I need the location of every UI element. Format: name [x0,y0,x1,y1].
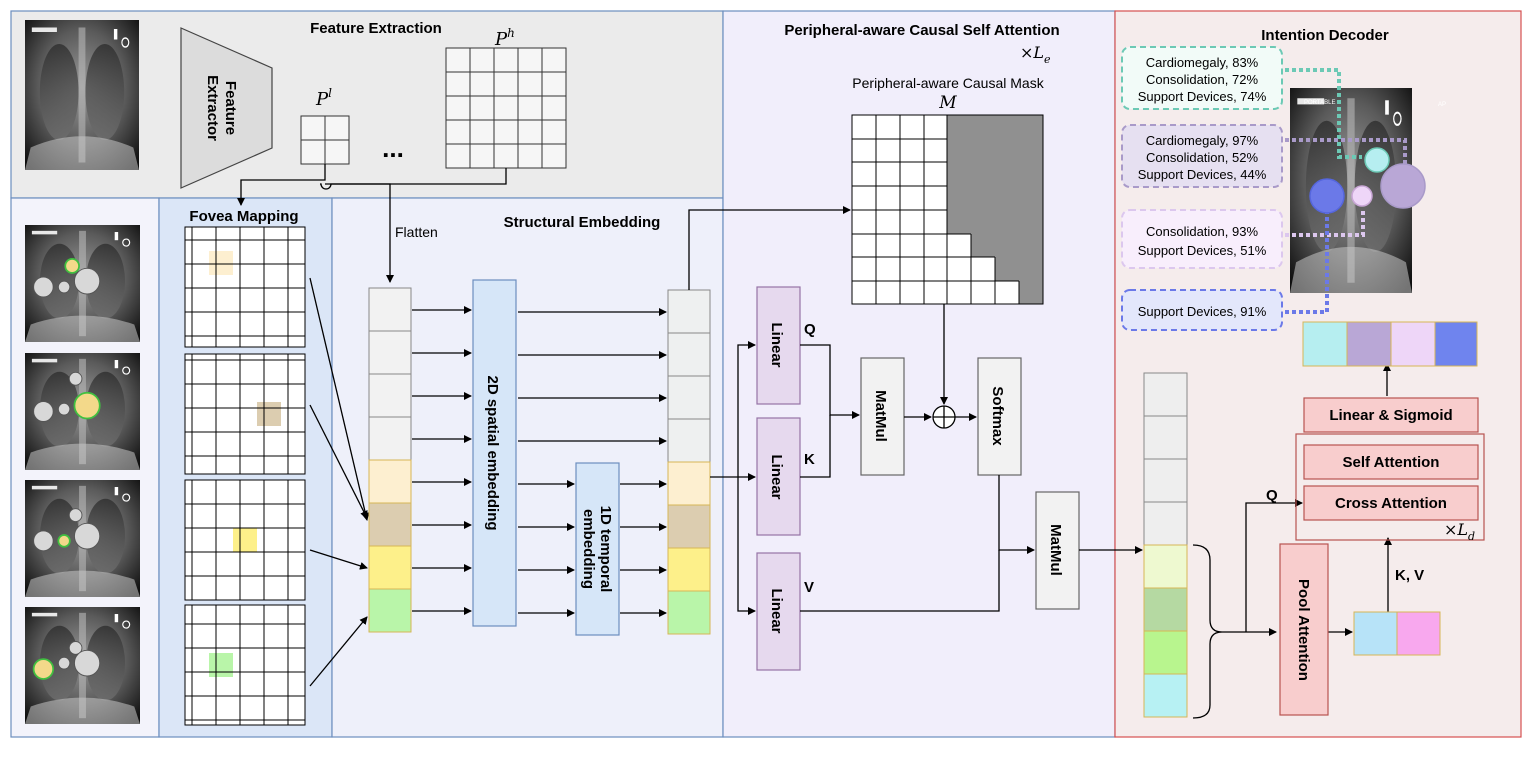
prediction-box-4: Support Devices, 91% [1121,289,1283,331]
decoder-arrows [1222,363,1392,636]
attention-repeat: ×Le [1020,43,1051,66]
attention-arrows [688,206,1143,615]
embedding-arrows [412,306,667,617]
fovea-grid-3 [184,479,306,601]
decoder-token-column [1143,372,1188,718]
cross-attention-block [1303,485,1479,521]
xray-frame-4 [24,606,141,725]
causal-mask-grid [851,114,1044,305]
prediction-3-line-2: Support Devices, 51% [1138,243,1267,258]
linear-k-label: Linear [768,454,785,499]
scale-ellipsis: ... [382,133,404,163]
prediction-2-line-3: Support Devices, 44% [1138,167,1267,182]
ph-feature-grid [445,47,567,169]
xray-frame-3 [24,479,141,598]
decoder-title: Intention Decoder [1261,27,1389,44]
temporal-embedding-block [575,462,620,636]
linear-q-label: Linear [768,322,785,367]
prediction-3-line-1: Consolidation, 93% [1146,224,1258,239]
pl-feature-grid [300,115,350,165]
matmul-qk-label: MatMul [872,390,889,442]
xray-portable-label: PORTABLE [1304,100,1335,106]
attention-title: Peripheral-aware Causal Self Attention [784,22,1059,39]
flatten-label: Flatten [395,224,438,240]
softmax-label: Softmax [989,386,1006,446]
add-operator [932,405,956,429]
token-column-output [667,289,711,635]
decoder-kv-label: K, V [1395,567,1424,584]
linear-v-label: Linear [768,588,785,633]
matmul-v-label: MatMul [1047,524,1064,576]
feature-extractor-block [180,27,273,189]
decoder-q-label: Q [1266,487,1278,504]
fovea-to-token-arrows [309,277,370,687]
xray-attention-circles [1309,147,1426,214]
prediction-1-line-2: Consolidation, 72% [1146,72,1258,87]
self-attention-block [1303,444,1479,480]
prediction-box-1: Cardiomegaly, 83% Consolidation, 72% Sup… [1121,46,1283,110]
mask-title: Peripheral-aware Causal Mask [852,75,1044,91]
temporal-embedding-label: 1D temporalembedding [580,506,614,593]
fovea-grid-1 [184,226,306,348]
xray-frame-2 [24,352,141,471]
q-label: Q [804,321,816,338]
fovea-grid-2 [184,353,306,475]
matmul-v-block [1035,491,1080,610]
fovea-mapping-title: Fovea Mapping [189,208,298,225]
feature-extractor-label: FeatureExtractor [204,75,239,141]
k-label: K [804,451,815,468]
pool-attention-block [1279,543,1329,716]
intention-queries [1302,321,1478,367]
prediction-1-line-1: Cardiomegaly, 83% [1146,55,1259,70]
prediction-connectors [1285,68,1407,314]
linear-sigmoid-label: Linear & Sigmoid [1329,407,1452,424]
spatial-embedding-block [472,279,517,627]
flatten-connectors [237,164,507,283]
prediction-2-line-1: Cardiomegaly, 97% [1146,133,1259,148]
linear-q-block [756,286,801,405]
input-xray-image [24,19,140,171]
xray-frame-1 [24,224,141,343]
pooled-tokens [1353,611,1441,656]
prediction-2-line-2: Consolidation, 52% [1146,150,1258,165]
feature-extraction-title: Feature Extraction [310,20,442,37]
xray-ap-label: AP [1438,102,1446,108]
mask-symbol: M [938,93,957,113]
prediction-4-line-1: Support Devices, 91% [1138,304,1267,319]
cross-attention-label: Cross Attention [1335,495,1447,512]
v-label: V [804,579,814,596]
token-column-input [368,287,412,633]
decoder-repeat: ×Ld [1444,520,1475,543]
linear-sigmoid-block [1303,397,1479,433]
prediction-1-line-3: Support Devices, 74% [1138,89,1267,104]
matmul-qk-block [860,357,905,476]
prediction-box-2: Cardiomegaly, 97% Consolidation, 52% Sup… [1121,124,1283,188]
self-attention-label: Self Attention [1343,454,1440,471]
structural-embedding-title: Structural Embedding [504,214,661,231]
ph-label: Ph [494,26,515,50]
pool-attention-label: Pool Attention [1295,579,1312,681]
decoder-layer-frame [1295,433,1485,541]
prediction-box-3: Consolidation, 93% Support Devices, 51% [1121,209,1283,269]
spatial-embedding-label: 2D spatial embedding [484,375,501,530]
pl-label: Pl [315,86,332,110]
fovea-grid-4 [184,604,306,726]
